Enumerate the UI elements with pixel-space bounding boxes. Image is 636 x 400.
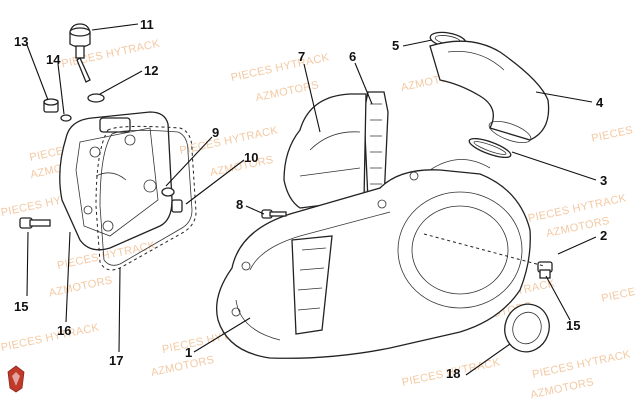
watermark-brand: PIECES HYTRACK	[179, 124, 280, 157]
watermark-brand: PIECES HYTRACK	[531, 348, 632, 381]
part-dipstick-plug	[69, 23, 91, 83]
callout-12: 12	[144, 63, 158, 78]
watermark-brand: PIECES HYTRACK	[600, 272, 636, 305]
callout-1: 1	[185, 345, 192, 360]
watermark-sub: AZMOTORS	[150, 354, 216, 379]
callout-6: 6	[349, 49, 356, 64]
watermark-brand: PIECES HYTRACK	[590, 112, 636, 145]
part-clamp-band	[468, 137, 512, 159]
part-o-ring	[87, 93, 105, 103]
callout-11: 11	[140, 17, 154, 32]
callout-3: 3	[600, 173, 607, 188]
watermark-brand: PIECES HYTRACK	[0, 321, 101, 354]
part-bolt-right	[537, 261, 553, 279]
azmotors-logo-icon	[7, 365, 25, 393]
callout-15-left: 15	[14, 299, 28, 314]
part-drain-bolt	[43, 98, 59, 113]
callout-16: 16	[57, 323, 71, 338]
callout-2: 2	[600, 228, 607, 243]
part-washer	[60, 114, 72, 122]
callout-15-right: 15	[566, 318, 580, 333]
watermark-sub: AZMOTORS	[48, 274, 114, 299]
part-air-duct	[429, 40, 550, 144]
callout-13: 13	[14, 34, 28, 49]
callout-8: 8	[236, 197, 243, 212]
part-bolt-small	[261, 209, 287, 219]
callout-labels: 1 2 3 4 5 6 7 8 9 10 11 12 13 14 15 15 1…	[14, 17, 607, 381]
part-seal-ring	[504, 303, 550, 353]
callout-7: 7	[298, 49, 305, 64]
part-inner-cover	[59, 111, 173, 251]
watermark-brand: PIECES HYTRACK	[527, 192, 628, 225]
callout-18: 18	[446, 366, 460, 381]
part-bolt-left	[19, 217, 51, 229]
leader-lines	[26, 23, 597, 376]
part-intake-duct	[283, 93, 367, 209]
part-main-cover	[215, 159, 531, 359]
callout-17: 17	[109, 353, 123, 368]
callout-4: 4	[596, 95, 604, 110]
part-dowel-pin	[161, 187, 175, 197]
part-dowel-sleeve	[171, 199, 183, 213]
part-gasket	[95, 125, 197, 271]
callout-9: 9	[212, 125, 219, 140]
callout-10: 10	[244, 150, 258, 165]
axis-line	[423, 233, 545, 267]
callout-5: 5	[392, 38, 399, 53]
watermark-sub: AZMOTORS	[209, 154, 275, 179]
part-gasket-inner	[99, 130, 193, 266]
callout-14: 14	[46, 52, 61, 67]
